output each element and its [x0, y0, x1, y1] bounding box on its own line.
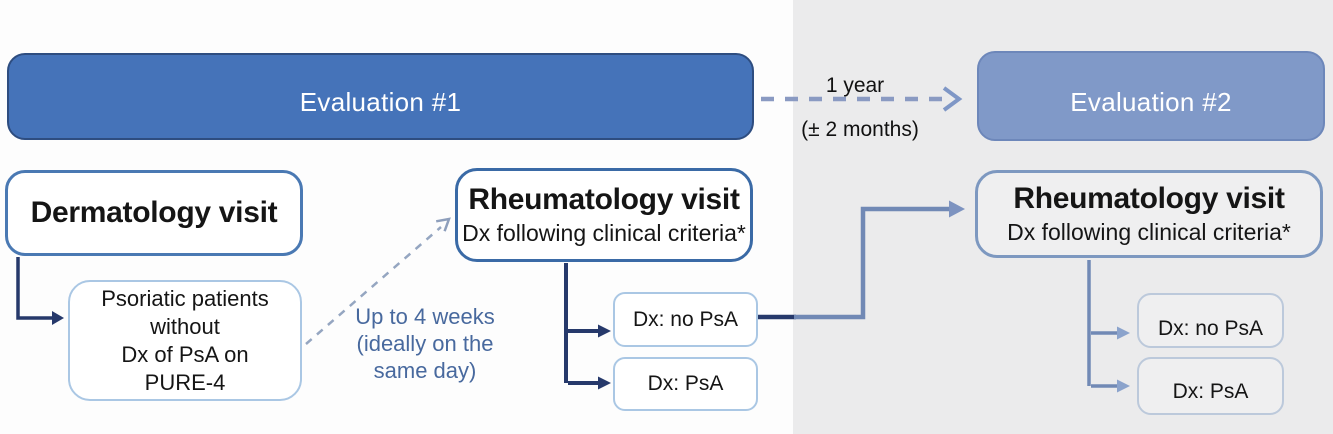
rheumatology1-branch-connector: [564, 263, 599, 385]
rheumatology-visit-1-box: Rheumatology visit Dx following clinical…: [455, 168, 753, 262]
dx-psa-label-eval1: Dx: PsA: [647, 372, 724, 395]
dx-no-psa-box-eval1: Dx: no PsA: [613, 292, 758, 347]
psoriatic-patients-text: Psoriatic patients without Dx of PsA on …: [101, 285, 269, 395]
dx-psa-label-eval2: Dx: PsA: [1172, 380, 1249, 403]
dermatology-to-patients-connector: [16, 257, 52, 320]
interval-2-months-label: (± 2 months): [801, 118, 919, 141]
up-to-4-weeks-arrowhead-icon: [435, 217, 451, 232]
dermatology-to-patients-arrowhead-icon: [52, 311, 64, 325]
evaluation-2-label: Evaluation #2: [1070, 86, 1232, 117]
rheumatology1-no-psa-arrowhead-icon: [598, 324, 611, 338]
dx-psa-box-eval2: Dx: PsA: [1137, 357, 1284, 415]
evaluation-2-banner: Evaluation #2: [977, 51, 1325, 141]
dx-psa-box-eval1: Dx: PsA: [613, 357, 758, 411]
dx-no-psa-label-eval1: Dx: no PsA: [632, 307, 739, 331]
dx-no-psa-box-eval2: Dx: no PsA: [1137, 293, 1284, 348]
rheumatology1-psa-arrowhead-icon: [598, 376, 611, 390]
dermatology-visit-title: Dermatology visit: [30, 196, 278, 229]
rheumatology-visit-2-box: Rheumatology visit Dx following clinical…: [975, 170, 1323, 258]
dermatology-visit-box: Dermatology visit: [5, 170, 303, 256]
rheumatology-visit-2-title: Rheumatology visit: [1013, 182, 1285, 215]
psoriatic-patients-box: Psoriatic patients without Dx of PsA on …: [68, 280, 302, 401]
evaluation-1-label: Evaluation #1: [299, 87, 462, 117]
interval-1-year-label: 1 year: [825, 74, 885, 97]
evaluation-1-banner: Evaluation #1: [7, 53, 754, 140]
up-to-4-weeks-note: Up to 4 weeks (ideally on the same day): [355, 304, 495, 383]
dx-no-psa-label-eval2: Dx: no PsA: [1157, 316, 1264, 340]
rheumatology-visit-1-title: Rheumatology visit: [468, 183, 740, 216]
rheumatology-visit-1-subtitle: Dx following clinical criteria*: [462, 220, 746, 246]
rheumatology-visit-2-subtitle: Dx following clinical criteria*: [1007, 219, 1291, 245]
